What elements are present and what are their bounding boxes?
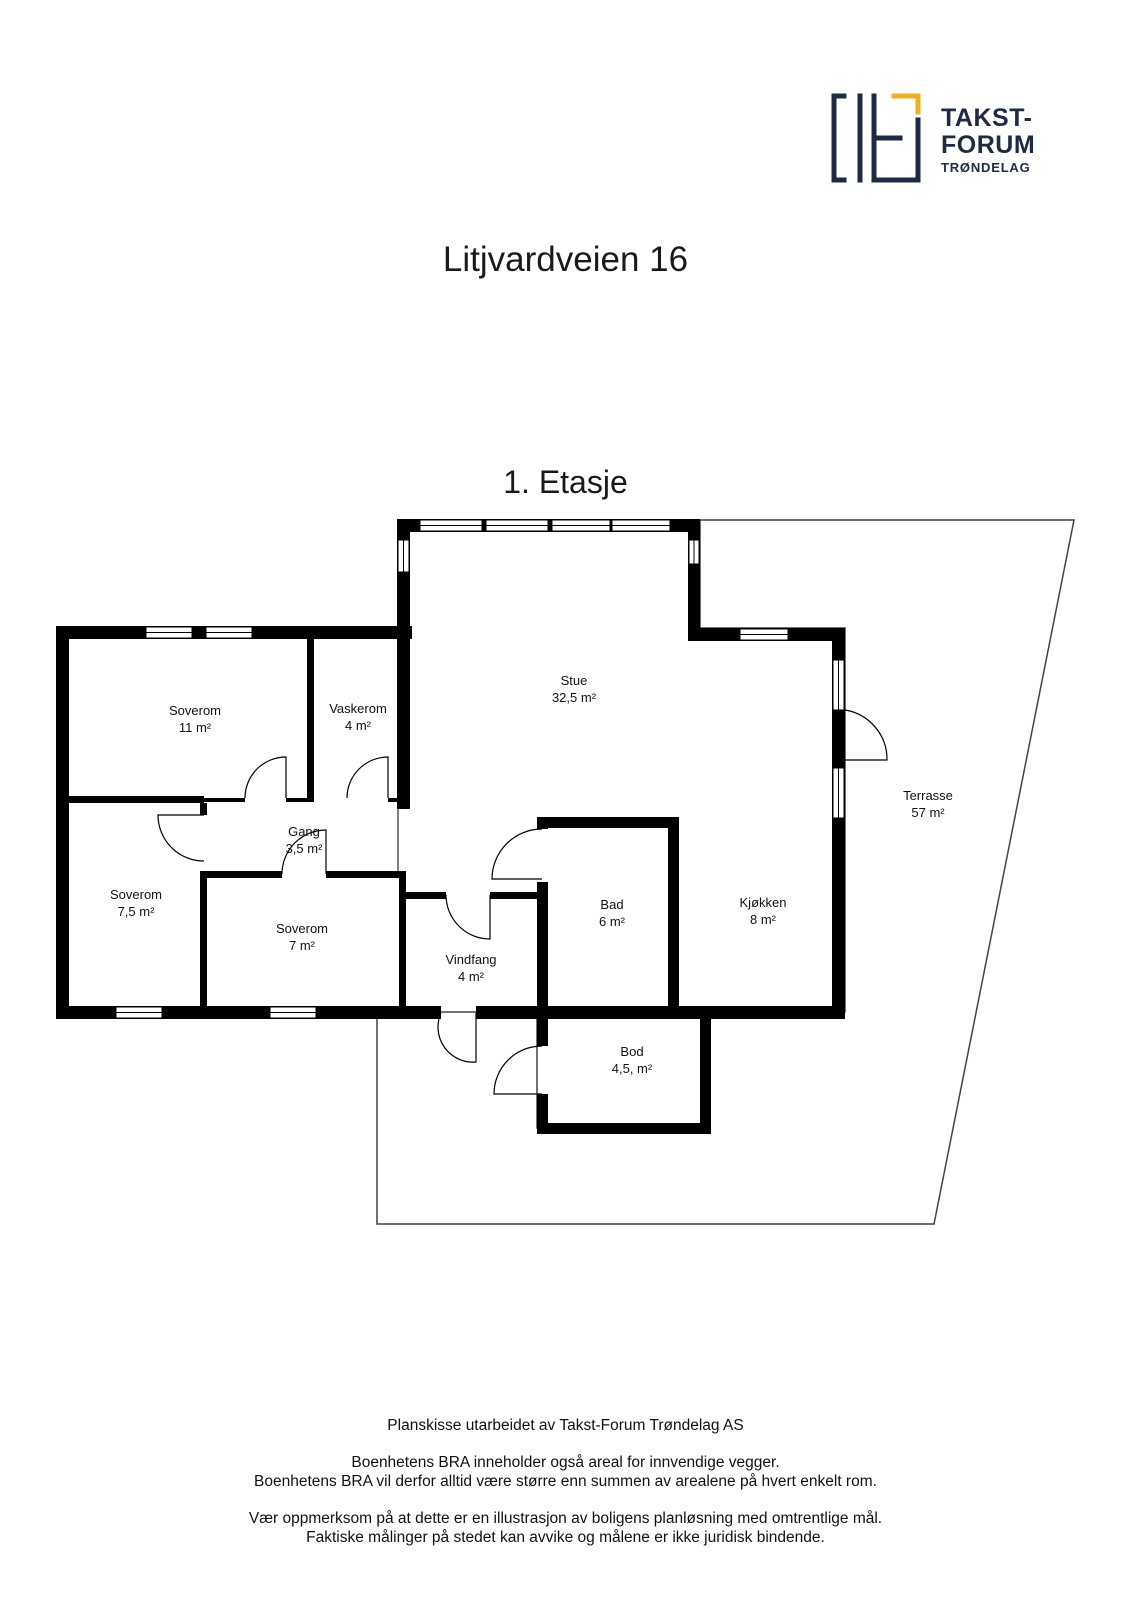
door-swing [157,814,205,862]
logo-line-3: TRØNDELAG [941,160,1031,175]
wall [537,817,548,829]
wall [537,1006,548,1046]
room-area-vindfang: 4 m² [458,969,485,984]
footer-bra-line-1: Boenhetens BRA inneholder også areal for… [351,1454,780,1471]
wall [688,519,700,641]
wall [700,1006,711,1134]
wall [200,871,282,878]
footer-disclaimer: Vær oppmerksom på at dette er en illustr… [0,1509,1131,1547]
wall [668,817,679,1018]
door-swing [491,828,543,880]
wall [397,519,410,809]
property-title: Litjvardveien 16 [442,240,689,279]
room-name-terrasse: Terrasse [903,788,953,803]
room-name-bad: Bad [600,897,623,912]
room-name-soverom-3: Soverom [276,921,328,936]
wall [537,817,679,828]
floor-title: 1. Etasje [503,464,628,500]
room-name-kjokken: Kjøkken [740,895,787,910]
wall [307,636,314,802]
wall [286,798,314,802]
room-area-terrasse: 57 m² [911,805,945,820]
room-name-soverom-2: Soverom [110,887,162,902]
room-area-gang: 3,5 m² [286,841,324,856]
room-area-bad: 6 m² [599,914,626,929]
footer-bra: Boenhetens BRA inneholder også areal for… [0,1453,1131,1491]
room-name-gang: Gang [288,824,320,839]
footer-credit: Planskisse utarbeidet av Takst-Forum Trø… [387,1417,744,1434]
wall [537,1094,548,1134]
wall [56,1006,437,1019]
door-swing [493,1045,543,1095]
door-swing [281,829,327,875]
wall [537,1123,711,1134]
room-area-vaskerom: 4 m² [345,718,372,733]
door-swing [437,1012,477,1063]
logo-wordmark: TAKST- FORUM TRØNDELAG [941,104,1036,175]
wall [431,1006,441,1019]
room-area-soverom-3: 7 m² [289,938,316,953]
room-name-stue: Stue [561,673,588,688]
footer-bra-line-2: Boenhetens BRA vil derfor alltid være st… [254,1473,877,1490]
room-area-kjokken: 8 m² [750,912,777,927]
room-area-bod: 4,5, m² [612,1061,653,1076]
door-swing [844,709,888,761]
room-area-soverom-2: 7,5 m² [118,904,156,919]
wall [406,892,446,899]
logo-line-1: TAKST- [941,104,1033,132]
room-name-soverom-1: Soverom [169,703,221,718]
door-swing [244,756,287,799]
logo-mark-icon [831,93,921,183]
wall [537,882,548,1018]
room-name-vaskerom: Vaskerom [329,701,387,716]
door-swing [346,756,389,799]
wall [200,871,207,1011]
wall [490,892,540,899]
room-area-stue: 32,5 m² [552,690,597,705]
wall [69,798,245,802]
room-name-vindfang: Vindfang [445,952,496,967]
room-name-bod: Bod [620,1044,643,1059]
wall [476,1006,550,1019]
wall [399,871,406,1011]
wall [56,626,69,1019]
takst-forum-logo: TAKST- FORUM TRØNDELAG [830,92,1050,188]
wall [537,1006,845,1019]
wall [326,871,406,878]
footer-note-line-2: Faktiske målinger på stedet kan avvike o… [306,1529,825,1546]
terrace-outline [376,519,1075,1225]
wall [832,628,845,1019]
room-area-soverom-1: 11 m² [179,720,212,735]
footer-note-line-1: Vær oppmerksom på at dette er en illustr… [248,1510,883,1527]
footer-notes: Planskisse utarbeidet av Takst-Forum Trø… [0,1416,1131,1565]
wall [200,803,207,815]
door-swing [445,894,491,940]
logo-line-2: FORUM [941,131,1036,159]
